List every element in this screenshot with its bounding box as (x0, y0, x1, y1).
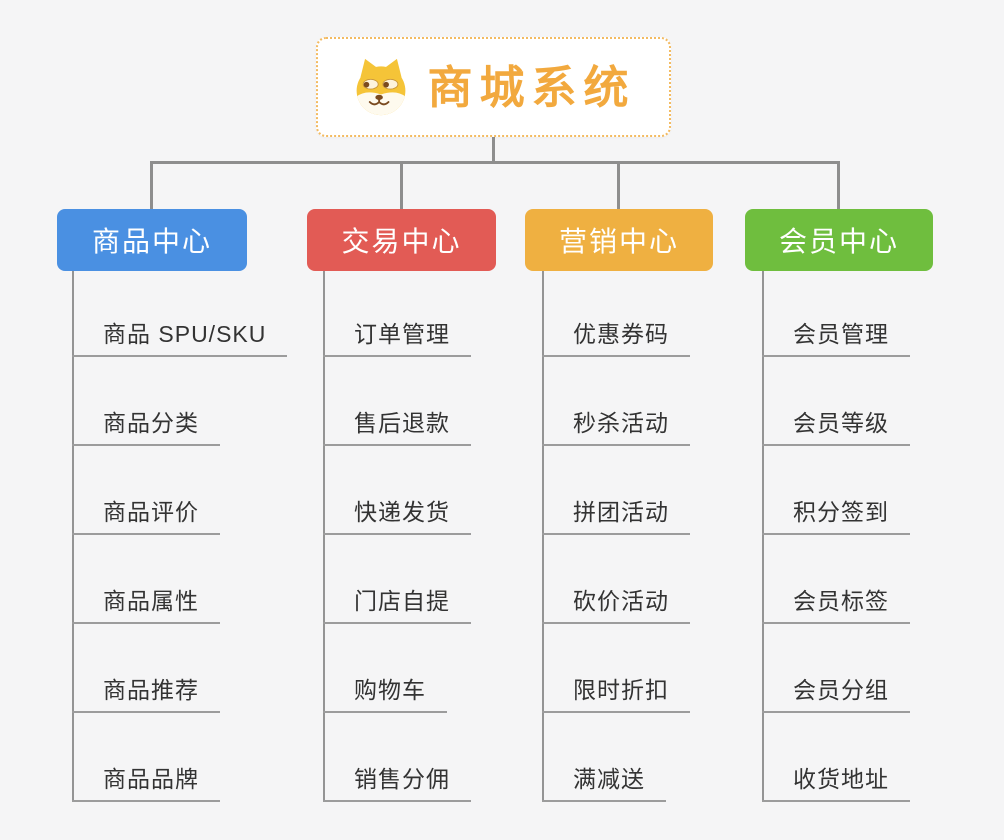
branch-connector-stub (400, 161, 403, 209)
leaf-node[interactable]: 快递发货 (323, 501, 471, 535)
shiba-dog-icon (357, 58, 406, 116)
leaf-node[interactable]: 砍价活动 (542, 590, 690, 624)
branch-trunk-line (72, 271, 74, 802)
leaf-node[interactable]: 门店自提 (323, 590, 471, 624)
leaf-node[interactable]: 销售分佣 (323, 768, 471, 802)
leaf-node[interactable]: 商品推荐 (72, 679, 220, 713)
branch-label: 会员中心 (778, 226, 899, 257)
branch-label: 商品中心 (91, 226, 212, 257)
leaf-node[interactable]: 积分签到 (762, 501, 910, 535)
leaf-node[interactable]: 订单管理 (323, 323, 471, 357)
branch-trunk-line (323, 271, 325, 802)
branch-node-member-center[interactable]: 会员中心 (745, 209, 933, 271)
leaf-node[interactable]: 商品品牌 (72, 768, 220, 802)
leaf-node[interactable]: 收货地址 (762, 768, 910, 802)
leaf-node[interactable]: 会员管理 (762, 323, 910, 357)
branch-connector-stub (617, 161, 620, 209)
root-title: 商城系统 (427, 61, 636, 113)
leaf-node[interactable]: 售后退款 (323, 412, 471, 446)
branch-node-trade-center[interactable]: 交易中心 (307, 209, 496, 271)
branch-connector-horizontal-line (150, 161, 840, 164)
leaf-node[interactable]: 商品 SPU/SKU (72, 323, 288, 357)
branch-node-marketing-center[interactable]: 营销中心 (525, 209, 713, 271)
leaf-node[interactable]: 商品属性 (72, 590, 220, 624)
leaf-node[interactable]: 会员等级 (762, 412, 910, 446)
leaf-node[interactable]: 商品评价 (72, 501, 220, 535)
branch-trunk-line (762, 271, 764, 802)
leaf-node[interactable]: 秒杀活动 (542, 412, 690, 446)
leaf-node[interactable]: 购物车 (323, 679, 447, 713)
branch-connector-stub (150, 161, 153, 209)
root-node[interactable]: 商城系统 (316, 37, 671, 137)
leaf-node[interactable]: 优惠券码 (542, 323, 690, 357)
leaf-node[interactable]: 会员分组 (762, 679, 910, 713)
branch-trunk-line (542, 271, 544, 802)
root-connector-line (492, 137, 495, 163)
leaf-node[interactable]: 限时折扣 (542, 679, 690, 713)
branch-label: 交易中心 (341, 226, 462, 257)
branch-label: 营销中心 (558, 226, 679, 257)
leaf-node[interactable]: 会员标签 (762, 590, 910, 624)
branch-node-product-center[interactable]: 商品中心 (57, 209, 247, 271)
leaf-node[interactable]: 满减送 (542, 768, 666, 802)
leaf-node[interactable]: 商品分类 (72, 412, 220, 446)
branch-connector-stub (837, 161, 840, 209)
leaf-node[interactable]: 拼团活动 (542, 501, 690, 535)
